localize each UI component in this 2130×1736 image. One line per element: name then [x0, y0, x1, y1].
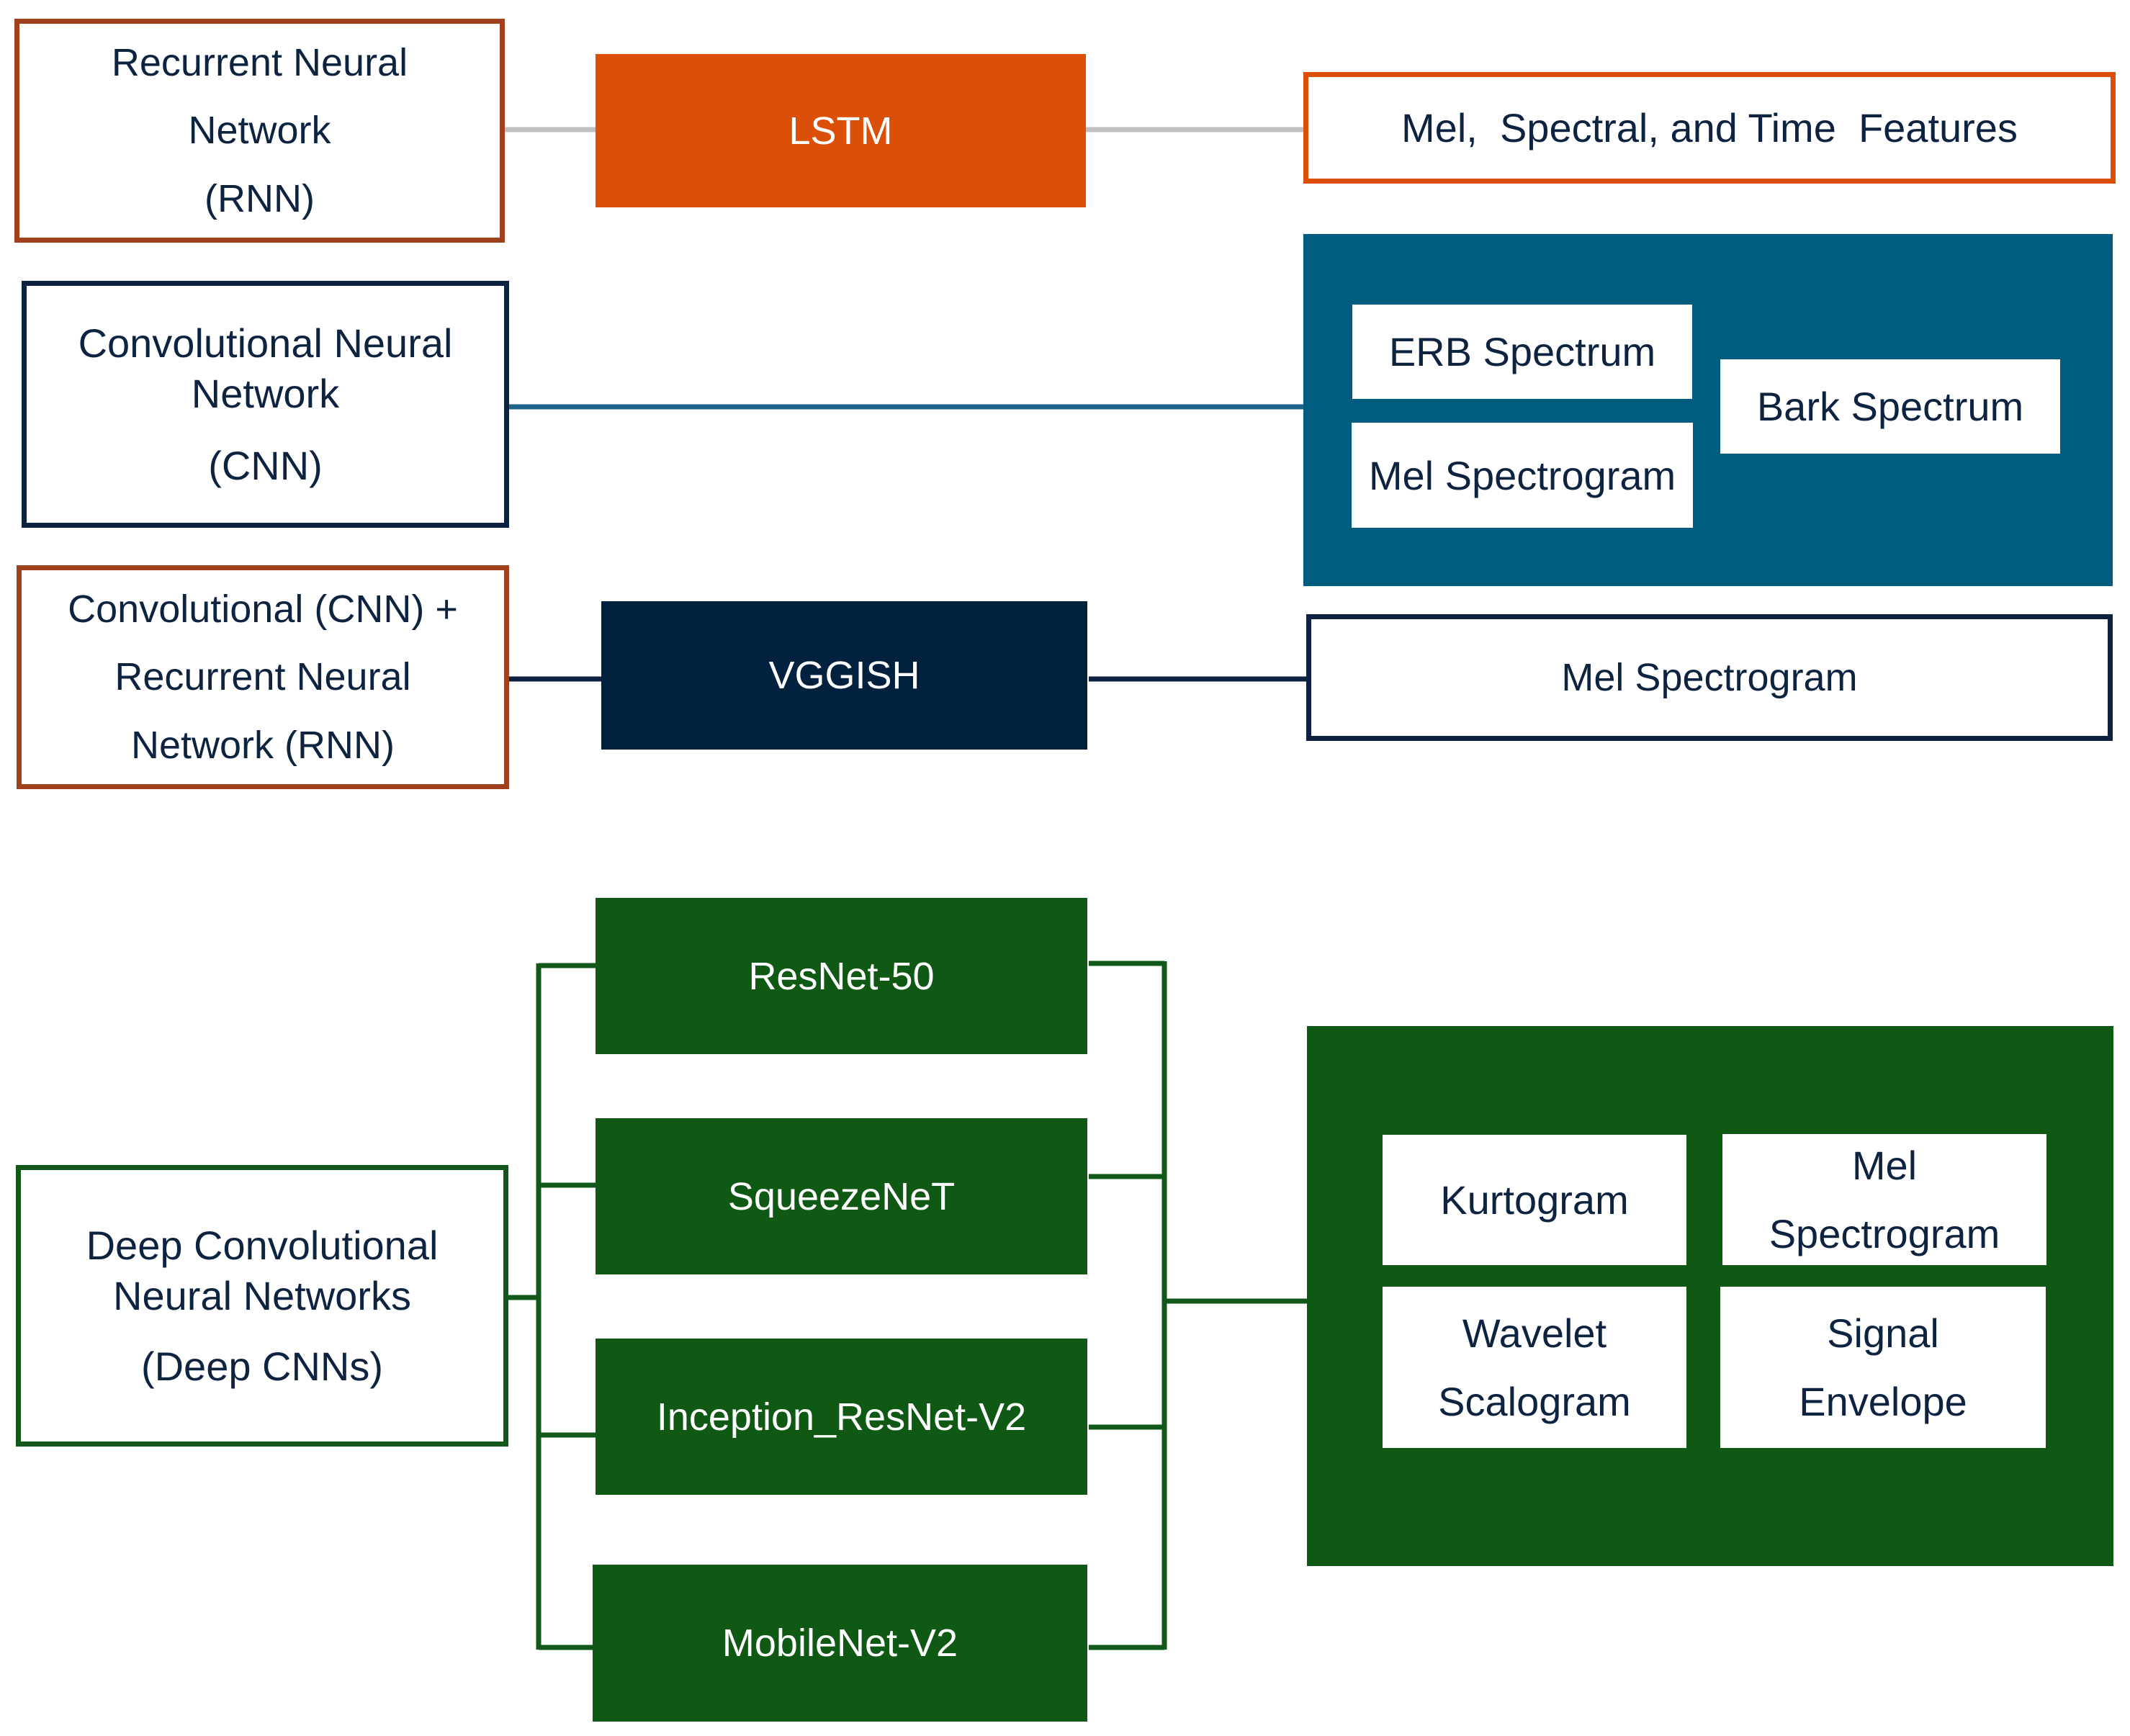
cnn-category-line-1: Convolutional Neural	[78, 320, 453, 366]
feature-kurtogram: Kurtogram	[1383, 1135, 1686, 1265]
deep-cnn-category-box: Deep Convolutional Neural Networks (Deep…	[16, 1165, 508, 1447]
deep-cnn-category-line-2: Neural Networks	[113, 1272, 411, 1318]
model-resnet50-box: ResNet-50	[596, 898, 1087, 1054]
feature-erb-spectrum: ERB Spectrum	[1352, 305, 1692, 399]
feature-wavelet-scalogram-line-1: Wavelet	[1462, 1310, 1607, 1356]
cnn-category-box: Convolutional Neural Network (CNN)	[22, 281, 509, 528]
model-inception-resnet-v2-label: Inception_ResNet-V2	[656, 1395, 1027, 1439]
model-mobilenet-v2-label: MobileNet-V2	[722, 1622, 958, 1665]
vggish-model-label: VGGISH	[768, 654, 920, 697]
feature-mel-spectrogram-cnn: Mel Spectrogram	[1352, 423, 1693, 528]
rnn-category-line-2: Network	[188, 109, 331, 153]
model-squeezenet-box: SqueezeNeT	[596, 1118, 1087, 1274]
lstm-model-box: LSTM	[596, 54, 1086, 207]
lstm-model-label: LSTM	[788, 109, 893, 153]
feature-bark-spectrum-label: Bark Spectrum	[1756, 384, 2024, 429]
feature-signal-envelope-line-1: Signal	[1827, 1310, 1939, 1356]
crnn-category-line-3: Network (RNN)	[130, 723, 395, 767]
rnn-category-line-3: (RNN)	[205, 176, 315, 220]
rnn-category-line-1: Recurrent Neural	[111, 40, 408, 84]
model-resnet50-label: ResNet-50	[748, 954, 935, 998]
model-squeezenet-label: SqueezeNeT	[727, 1174, 956, 1218]
crnn-category-line-1: Convolutional (CNN) +	[68, 587, 458, 631]
crnn-category-box: Convolutional (CNN) + Recurrent Neural N…	[17, 565, 509, 789]
feature-wavelet-scalogram-line-2: Scalogram	[1438, 1379, 1631, 1424]
model-inception-resnet-v2-box: Inception_ResNet-V2	[596, 1339, 1087, 1495]
rnn-category-box: Recurrent Neural Network (RNN)	[14, 19, 505, 243]
feature-signal-envelope: Signal Envelope	[1720, 1287, 2046, 1448]
feature-erb-spectrum-label: ERB Spectrum	[1388, 329, 1656, 374]
feature-bark-spectrum: Bark Spectrum	[1720, 359, 2060, 454]
deep-cnn-category-line-1: Deep Convolutional	[86, 1222, 439, 1268]
crnn-features-box: Mel Spectrogram	[1306, 614, 2113, 741]
crnn-features-label: Mel Spectrogram	[1561, 656, 1858, 699]
feature-mel-spectrogram-deep-line-2: Spectrogram	[1769, 1211, 2000, 1256]
feature-mel-spectrogram-deep-line-1: Mel	[1851, 1142, 1918, 1188]
feature-kurtogram-label: Kurtogram	[1440, 1177, 1629, 1223]
feature-mel-spectrogram-deep: Mel Spectrogram	[1722, 1134, 2046, 1265]
cnn-category-line-2: Network	[191, 370, 340, 416]
cnn-category-line-3: (CNN)	[208, 442, 323, 488]
feature-mel-spectrogram-cnn-label: Mel Spectrogram	[1368, 452, 1676, 498]
rnn-features-label: Mel, Spectral, and Time Features	[1401, 105, 2018, 150]
crnn-category-line-2: Recurrent Neural	[114, 655, 411, 699]
feature-signal-envelope-line-2: Envelope	[1799, 1379, 1967, 1424]
deep-cnn-category-line-3: (Deep CNNs)	[140, 1343, 384, 1389]
rnn-features-box: Mel, Spectral, and Time Features	[1303, 72, 2116, 184]
model-mobilenet-v2-box: MobileNet-V2	[593, 1565, 1087, 1722]
feature-wavelet-scalogram: Wavelet Scalogram	[1383, 1287, 1686, 1448]
vggish-model-box: VGGISH	[601, 601, 1087, 750]
